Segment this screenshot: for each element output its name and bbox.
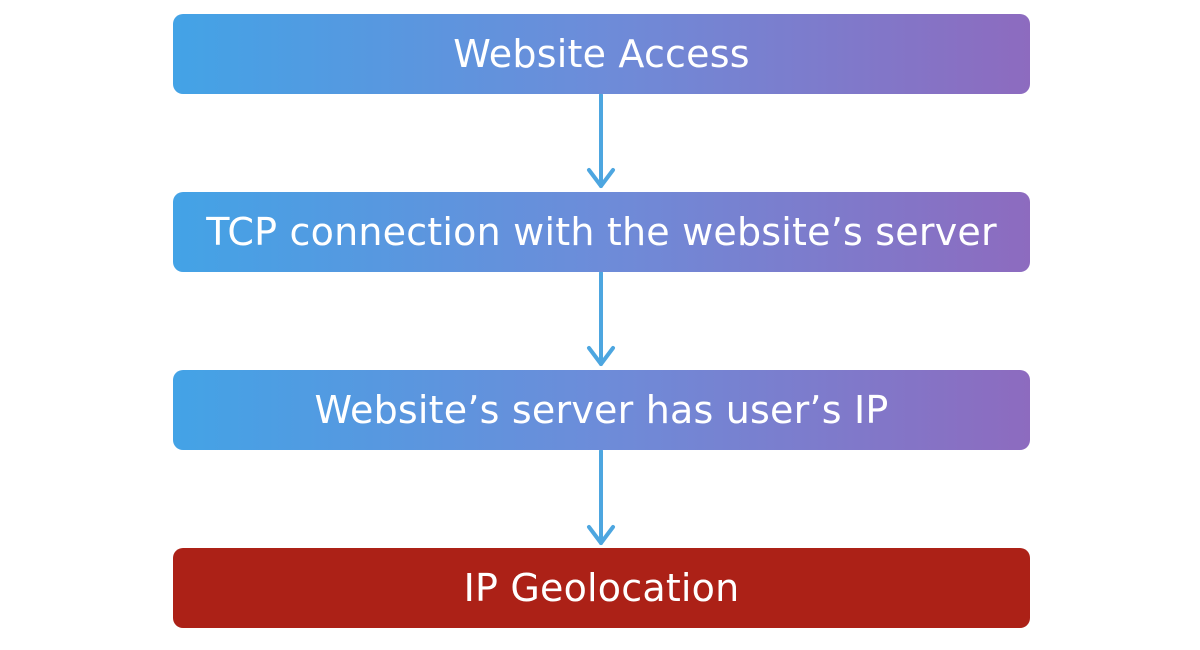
arrow-1-to-2	[587, 93, 615, 188]
step-website-access: Website Access	[173, 14, 1030, 94]
step-tcp-connection: TCP connection with the website’s server	[173, 192, 1030, 272]
step-server-has-ip: Website’s server has user’s IP	[173, 370, 1030, 450]
step-label: Website’s server has user’s IP	[314, 388, 889, 432]
arrow-2-to-3	[587, 271, 615, 366]
arrow-3-to-4	[587, 449, 615, 545]
step-label: IP Geolocation	[463, 566, 740, 610]
step-label: Website Access	[453, 32, 750, 76]
step-ip-geolocation: IP Geolocation	[173, 548, 1030, 628]
step-label: TCP connection with the website’s server	[206, 210, 997, 254]
